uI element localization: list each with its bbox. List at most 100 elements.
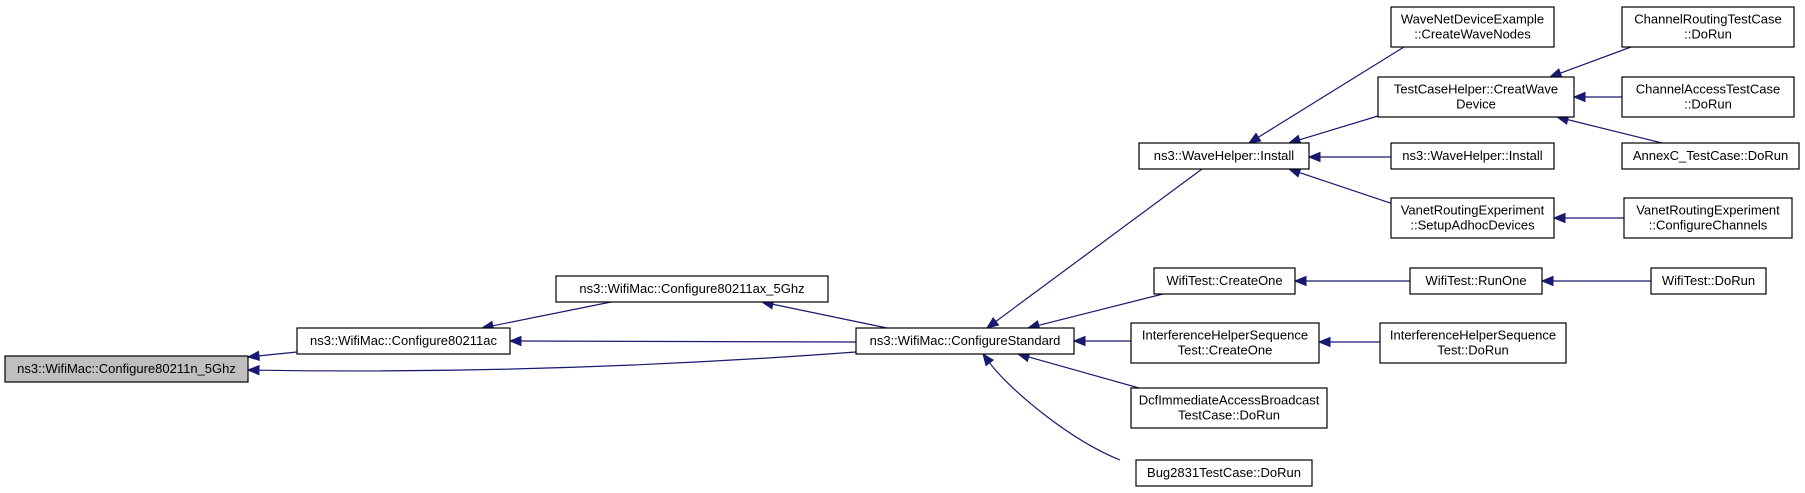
node-box[interactable] — [1153, 267, 1296, 295]
node-label: WifiTest::RunOne — [1425, 273, 1526, 288]
node-box[interactable] — [1621, 6, 1795, 48]
graph-node[interactable]: WifiTest::DoRun — [1650, 267, 1767, 295]
edge-line — [1560, 46, 1632, 74]
edge-n7-to-n4 — [1072, 335, 1131, 347]
node-box[interactable] — [1379, 322, 1567, 364]
node-label: WifiTest::DoRun — [1662, 273, 1755, 288]
graph-node[interactable]: ns3::WaveHelper::Install — [1390, 142, 1555, 170]
node-box[interactable] — [555, 275, 829, 303]
node-box[interactable] — [1650, 267, 1767, 295]
node-label: Test::DoRun — [1437, 343, 1509, 358]
edge-line — [1567, 119, 1663, 144]
node-box[interactable] — [1130, 322, 1320, 364]
edge-n15-to-n11 — [1572, 91, 1622, 103]
edge-n4-to-n1 — [246, 351, 857, 376]
node-box[interactable] — [1377, 76, 1575, 118]
node-box[interactable] — [1138, 142, 1310, 170]
edge-n2-to-n1 — [246, 350, 298, 362]
edge-n10-to-n5 — [1247, 46, 1405, 144]
graph-node[interactable]: ns3::WifiMac::ConfigureStandard — [855, 327, 1075, 355]
node-label: Bug2831TestCase::DoRun — [1147, 465, 1301, 480]
node-box[interactable] — [1623, 197, 1793, 239]
node-box[interactable] — [296, 327, 511, 355]
graph-node[interactable]: ns3::WifiMac::Configure80211ac — [296, 327, 511, 355]
graph-node[interactable]: ns3::WifiMac::Configure80211ax_5Ghz — [555, 275, 829, 303]
edge-n9-to-n4 — [982, 352, 1121, 461]
node-label: ::CreateWaveNodes — [1414, 27, 1531, 42]
node-box[interactable] — [1390, 197, 1555, 239]
node-label: ::ConfigureChannels — [1649, 218, 1768, 233]
arrow-head-icon — [1552, 212, 1566, 224]
node-box[interactable] — [1409, 267, 1543, 295]
edge-line — [1038, 293, 1164, 326]
graph-node[interactable]: WifiTest::RunOne — [1409, 267, 1543, 295]
node-label: ns3::WifiMac::Configure80211ax_5Ghz — [579, 281, 804, 296]
arrow-head-icon — [1572, 91, 1586, 103]
edge-line — [1299, 115, 1379, 141]
edge-line — [995, 168, 1203, 322]
edge-line — [258, 351, 857, 372]
arrow-head-icon — [1293, 275, 1307, 287]
edge-line — [772, 303, 888, 329]
graph-node[interactable]: ChannelRoutingTestCase::DoRun — [1621, 6, 1795, 48]
node-box[interactable] — [1130, 387, 1328, 429]
graph-node[interactable]: AnnexC_TestCase::DoRun — [1621, 142, 1800, 170]
edge-n19-to-n18 — [1540, 275, 1651, 287]
node-label: ChannelRoutingTestCase — [1634, 12, 1781, 27]
graph-node[interactable]: VanetRoutingExperiment::ConfigureChannel… — [1623, 197, 1793, 239]
node-label: ::DoRun — [1684, 27, 1732, 42]
edge-line — [258, 351, 298, 357]
node-label: ::DoRun — [1684, 97, 1732, 112]
graph-node[interactable]: ns3::WaveHelper::Install — [1138, 142, 1310, 170]
arrow-head-icon — [246, 364, 260, 376]
edge-line — [1258, 46, 1405, 138]
node-box[interactable] — [1621, 76, 1795, 118]
graph-node[interactable]: VanetRoutingExperiment::SetupAdhocDevice… — [1390, 197, 1555, 239]
edge-line — [492, 301, 612, 327]
edge-n12-to-n5 — [1307, 151, 1391, 163]
arrow-head-icon — [508, 335, 522, 347]
arrow-head-icon — [246, 350, 260, 362]
graph-node[interactable]: DcfImmediateAccessBroadcastTestCase::DoR… — [1130, 387, 1328, 429]
edge-n5-to-n4 — [985, 168, 1203, 329]
node-label: ns3::WaveHelper::Install — [1154, 148, 1295, 163]
node-label: VanetRoutingExperiment — [1401, 203, 1545, 218]
graph-node[interactable]: Bug2831TestCase::DoRun — [1135, 459, 1313, 487]
graph-node[interactable]: WaveNetDeviceExample::CreateWaveNodes — [1390, 6, 1555, 48]
node-label: Test::CreateOne — [1178, 343, 1273, 358]
node-box — [4, 355, 249, 383]
node-box[interactable] — [1390, 142, 1555, 170]
node-label: AnnexC_TestCase::DoRun — [1633, 148, 1788, 163]
edge-n18-to-n6 — [1293, 275, 1410, 287]
edge-n4-to-n2 — [508, 335, 857, 347]
node-box[interactable] — [1135, 459, 1313, 487]
arrow-head-icon — [1540, 275, 1554, 287]
node-label: TestCaseHelper::CreatWave — [1394, 82, 1558, 97]
graph-node[interactable]: WifiTest::CreateOne — [1153, 267, 1296, 295]
node-label: ::SetupAdhocDevices — [1410, 218, 1535, 233]
arrow-head-icon — [1247, 132, 1262, 144]
node-label: ChannelAccessTestCase — [1636, 82, 1781, 97]
arrow-head-icon — [1307, 151, 1321, 163]
node-box[interactable] — [855, 327, 1075, 355]
edge-line — [1028, 356, 1140, 389]
node-box[interactable] — [1621, 142, 1800, 170]
arrow-head-icon — [982, 352, 995, 367]
node-label: Device — [1456, 97, 1496, 112]
graph-node[interactable]: InterferenceHelperSequenceTest::CreateOn… — [1130, 322, 1320, 364]
node-box[interactable] — [1390, 6, 1555, 48]
arrow-head-icon — [1072, 335, 1086, 347]
node-label: ns3::WifiMac::ConfigureStandard — [870, 333, 1061, 348]
edge-line — [989, 362, 1121, 461]
edges-layer — [246, 46, 1663, 461]
nodes-layer: ns3::WifiMac::Configure80211n_5Ghzns3::W… — [4, 6, 1800, 487]
graph-node[interactable]: ChannelAccessTestCase::DoRun — [1621, 76, 1795, 118]
edge-line — [520, 340, 857, 343]
arrow-head-icon — [985, 316, 1000, 329]
node-label: InterferenceHelperSequence — [1390, 328, 1556, 343]
node-label: InterferenceHelperSequence — [1142, 328, 1308, 343]
